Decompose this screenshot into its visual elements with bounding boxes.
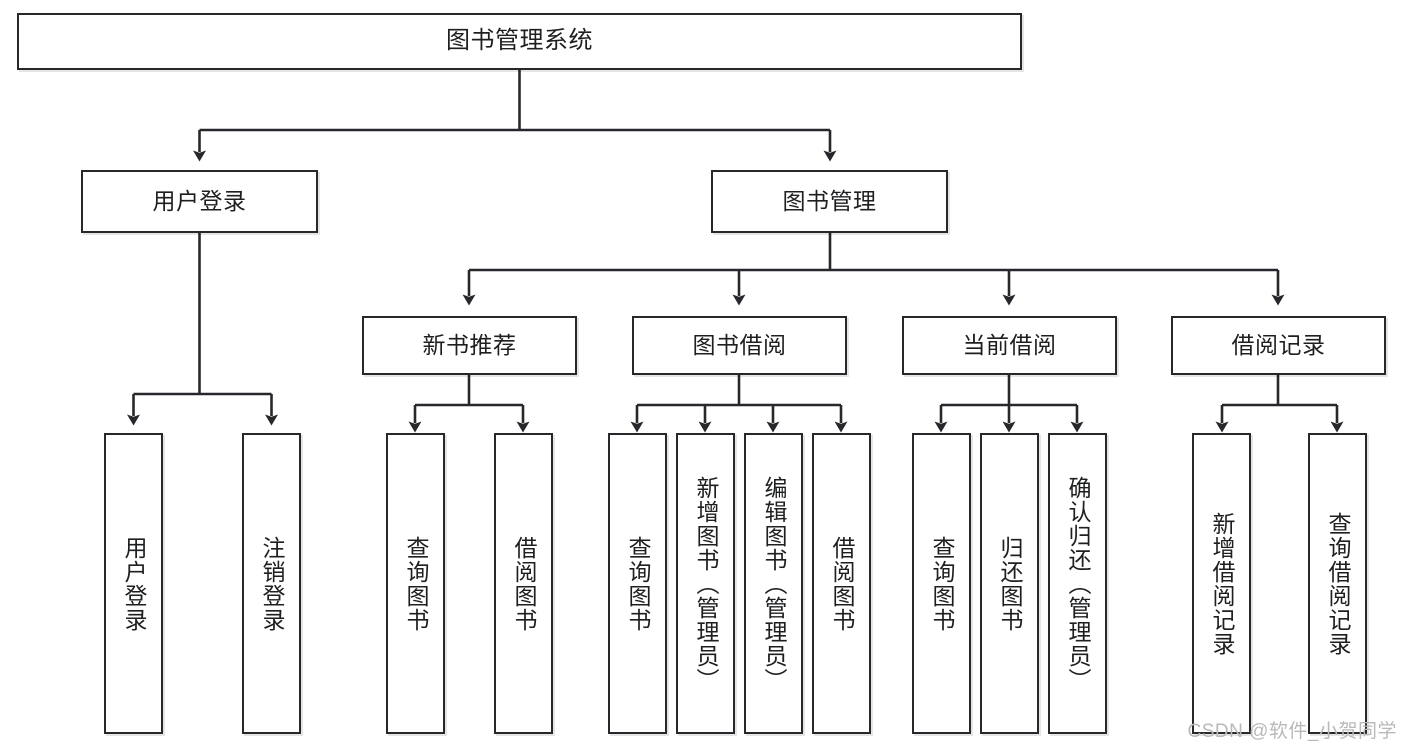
node-label: 借阅图书 <box>828 535 855 632</box>
leaf-book-borrow-edit[interactable]: 编辑图书（管理员） <box>744 433 803 734</box>
node-label: 图书管理 <box>782 187 877 214</box>
node-label: 归还图书 <box>996 535 1023 632</box>
node-label: 新增借阅记录 <box>1208 511 1235 656</box>
leaf-book-borrow-query[interactable]: 查询图书 <box>608 433 667 734</box>
node-label: 查询图书 <box>624 535 651 632</box>
node-label: 借阅图书 <box>510 535 537 632</box>
node-label: 新增图书（管理员） <box>692 475 719 692</box>
node-label: 注销登录 <box>258 535 285 632</box>
leaf-new-book-query[interactable]: 查询图书 <box>386 433 445 734</box>
leaf-current-borrow-query[interactable]: 查询图书 <box>912 433 971 734</box>
leaf-borrow-record-add[interactable]: 新增借阅记录 <box>1192 433 1251 734</box>
node-label: 用户登录 <box>152 187 247 214</box>
leaf-borrow-record-query[interactable]: 查询借阅记录 <box>1308 433 1367 734</box>
node-label: 图书借阅 <box>692 331 787 358</box>
node-new-book-recommend[interactable]: 新书推荐 <box>362 316 577 375</box>
leaf-book-borrow-borrow[interactable]: 借阅图书 <box>812 433 871 734</box>
node-book-management[interactable]: 图书管理 <box>711 170 948 233</box>
leaf-user-login-logout[interactable]: 注销登录 <box>242 433 301 734</box>
node-current-borrow[interactable]: 当前借阅 <box>902 316 1117 375</box>
node-label: 查询借阅记录 <box>1324 511 1351 656</box>
node-label: 借阅记录 <box>1231 331 1326 358</box>
node-label: 编辑图书（管理员） <box>760 475 787 692</box>
leaf-current-borrow-return[interactable]: 归还图书 <box>980 433 1039 734</box>
node-label: 确认归还（管理员） <box>1064 475 1091 692</box>
leaf-book-borrow-add[interactable]: 新增图书（管理员） <box>676 433 735 734</box>
leaf-user-login-login[interactable]: 用户登录 <box>104 433 163 734</box>
node-book-borrow[interactable]: 图书借阅 <box>632 316 847 375</box>
node-label: 查询图书 <box>928 535 955 632</box>
leaf-current-borrow-confirm-return[interactable]: 确认归还（管理员） <box>1048 433 1107 734</box>
node-label: 新书推荐 <box>422 331 517 358</box>
node-label: 用户登录 <box>120 535 147 632</box>
node-label: 当前借阅 <box>962 331 1057 358</box>
node-root-book-management-system[interactable]: 图书管理系统 <box>17 13 1022 70</box>
node-user-login[interactable]: 用户登录 <box>81 170 318 233</box>
node-label: 图书管理系统 <box>446 27 593 55</box>
node-label: 查询图书 <box>402 535 429 632</box>
node-borrow-record[interactable]: 借阅记录 <box>1171 316 1386 375</box>
leaf-new-book-borrow[interactable]: 借阅图书 <box>494 433 553 734</box>
